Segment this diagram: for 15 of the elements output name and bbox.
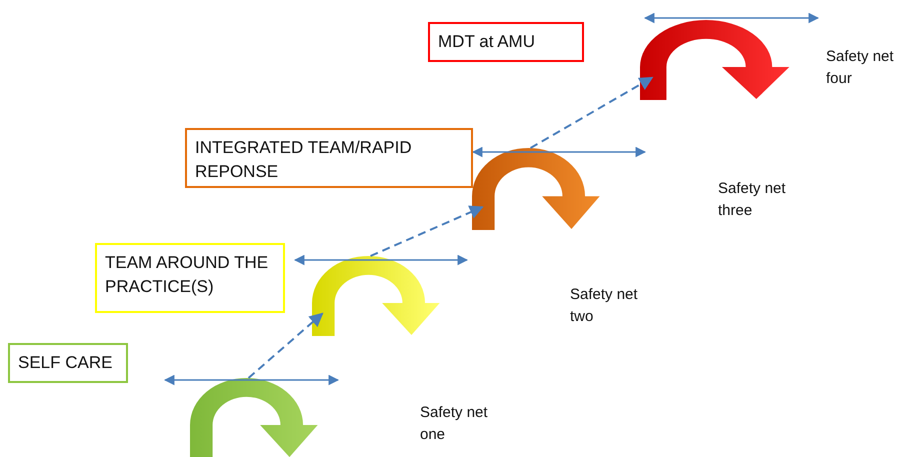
text-box: TEAM AROUND THE PRACTICE(S)	[95, 243, 285, 313]
safety-net-label: Safety net two	[570, 285, 639, 327]
curved-arrow	[640, 20, 792, 100]
safety-net-label: Safety net three	[718, 179, 787, 221]
dashed-arrow	[370, 206, 484, 257]
safety-net-label: Safety net four	[826, 47, 895, 89]
curved-arrow	[190, 378, 320, 457]
safety-net-label: Safety net one	[420, 403, 489, 445]
text-box: SELF CARE	[8, 343, 128, 383]
curved-arrow	[472, 148, 602, 230]
curved-arrow	[312, 256, 442, 336]
text-box: MDT at AMU	[428, 22, 584, 62]
dashed-arrow	[530, 76, 654, 149]
text-box: INTEGRATED TEAM/RAPID REPONSE	[185, 128, 473, 188]
dashed-arrow	[248, 312, 324, 379]
